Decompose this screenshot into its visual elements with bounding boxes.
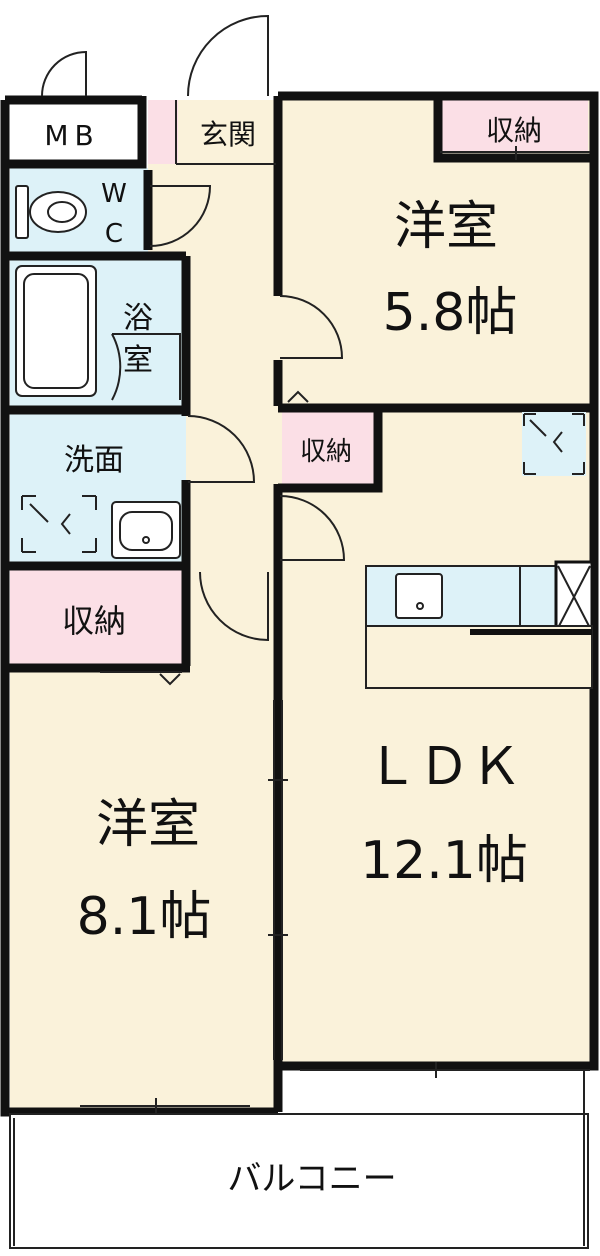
thin-lines: [80, 100, 590, 1114]
outer-wall-left-block: [0, 100, 278, 1117]
ldk-floor: [280, 406, 592, 1064]
bath-label-2: 室: [123, 343, 153, 378]
plus-marks: [148, 146, 524, 1114]
bath-label-1: 浴: [123, 301, 153, 336]
interior-doors[interactable]: [111, 185, 346, 686]
storage-left-label: 収納: [62, 602, 126, 640]
mb-floor: [10, 100, 142, 164]
wc-door: [149, 185, 212, 247]
senmen-label: 洗面: [64, 443, 124, 478]
ldk-name: ＬＤＫ: [366, 737, 522, 797]
walls: [0, 91, 599, 1117]
kitchen-counter: [365, 560, 594, 689]
ldk-door: [279, 495, 346, 561]
western-a-name: 洋室: [394, 197, 498, 257]
genkan-strip: [148, 100, 178, 164]
storage-top-label: 収納: [486, 114, 542, 147]
storage-mid-label: 収納: [300, 437, 352, 467]
storage-top-floor: [440, 100, 588, 152]
western-a-size: 5.8帖: [383, 283, 518, 343]
wall-mb: [5, 96, 147, 169]
washer-space-icon: [21, 495, 97, 553]
genkan-floor: [180, 100, 274, 160]
storage-left-door-mark: [159, 673, 181, 686]
toilet-icon: [15, 185, 87, 239]
wall-storage-mid: [278, 403, 383, 493]
storage-mid-floor: [282, 412, 374, 484]
wc-label-w: W: [101, 179, 127, 209]
western-b-door: [199, 571, 269, 642]
mb-label: MB: [44, 119, 99, 152]
ldk-size: 12.1帖: [360, 831, 528, 891]
balcony-label: バルコニー: [227, 1159, 396, 1199]
bath-door: [111, 333, 181, 401]
fridge-space-icon: [522, 412, 586, 476]
western-room-b-floor: [10, 668, 278, 1108]
bathtub-icon: [15, 265, 97, 397]
senmen-door: [187, 415, 256, 483]
genkan-label: 玄関: [200, 118, 256, 151]
wall-top-right-corner: [438, 91, 599, 160]
storage-left-floor: [10, 570, 186, 666]
washbasin-icon: [111, 501, 181, 559]
western-b-name: 洋室: [96, 795, 200, 855]
genkan-door-arc: [187, 14, 269, 97]
storage-mid-door-mark: [287, 390, 309, 403]
wc-label-c: C: [105, 219, 123, 249]
mb-door-arc: [41, 50, 87, 97]
balcony-outline: [9, 1113, 589, 1249]
entrance-doors[interactable]: [41, 14, 269, 97]
western-b-size: 8.1帖: [77, 887, 212, 947]
western-a-door: [279, 295, 344, 359]
